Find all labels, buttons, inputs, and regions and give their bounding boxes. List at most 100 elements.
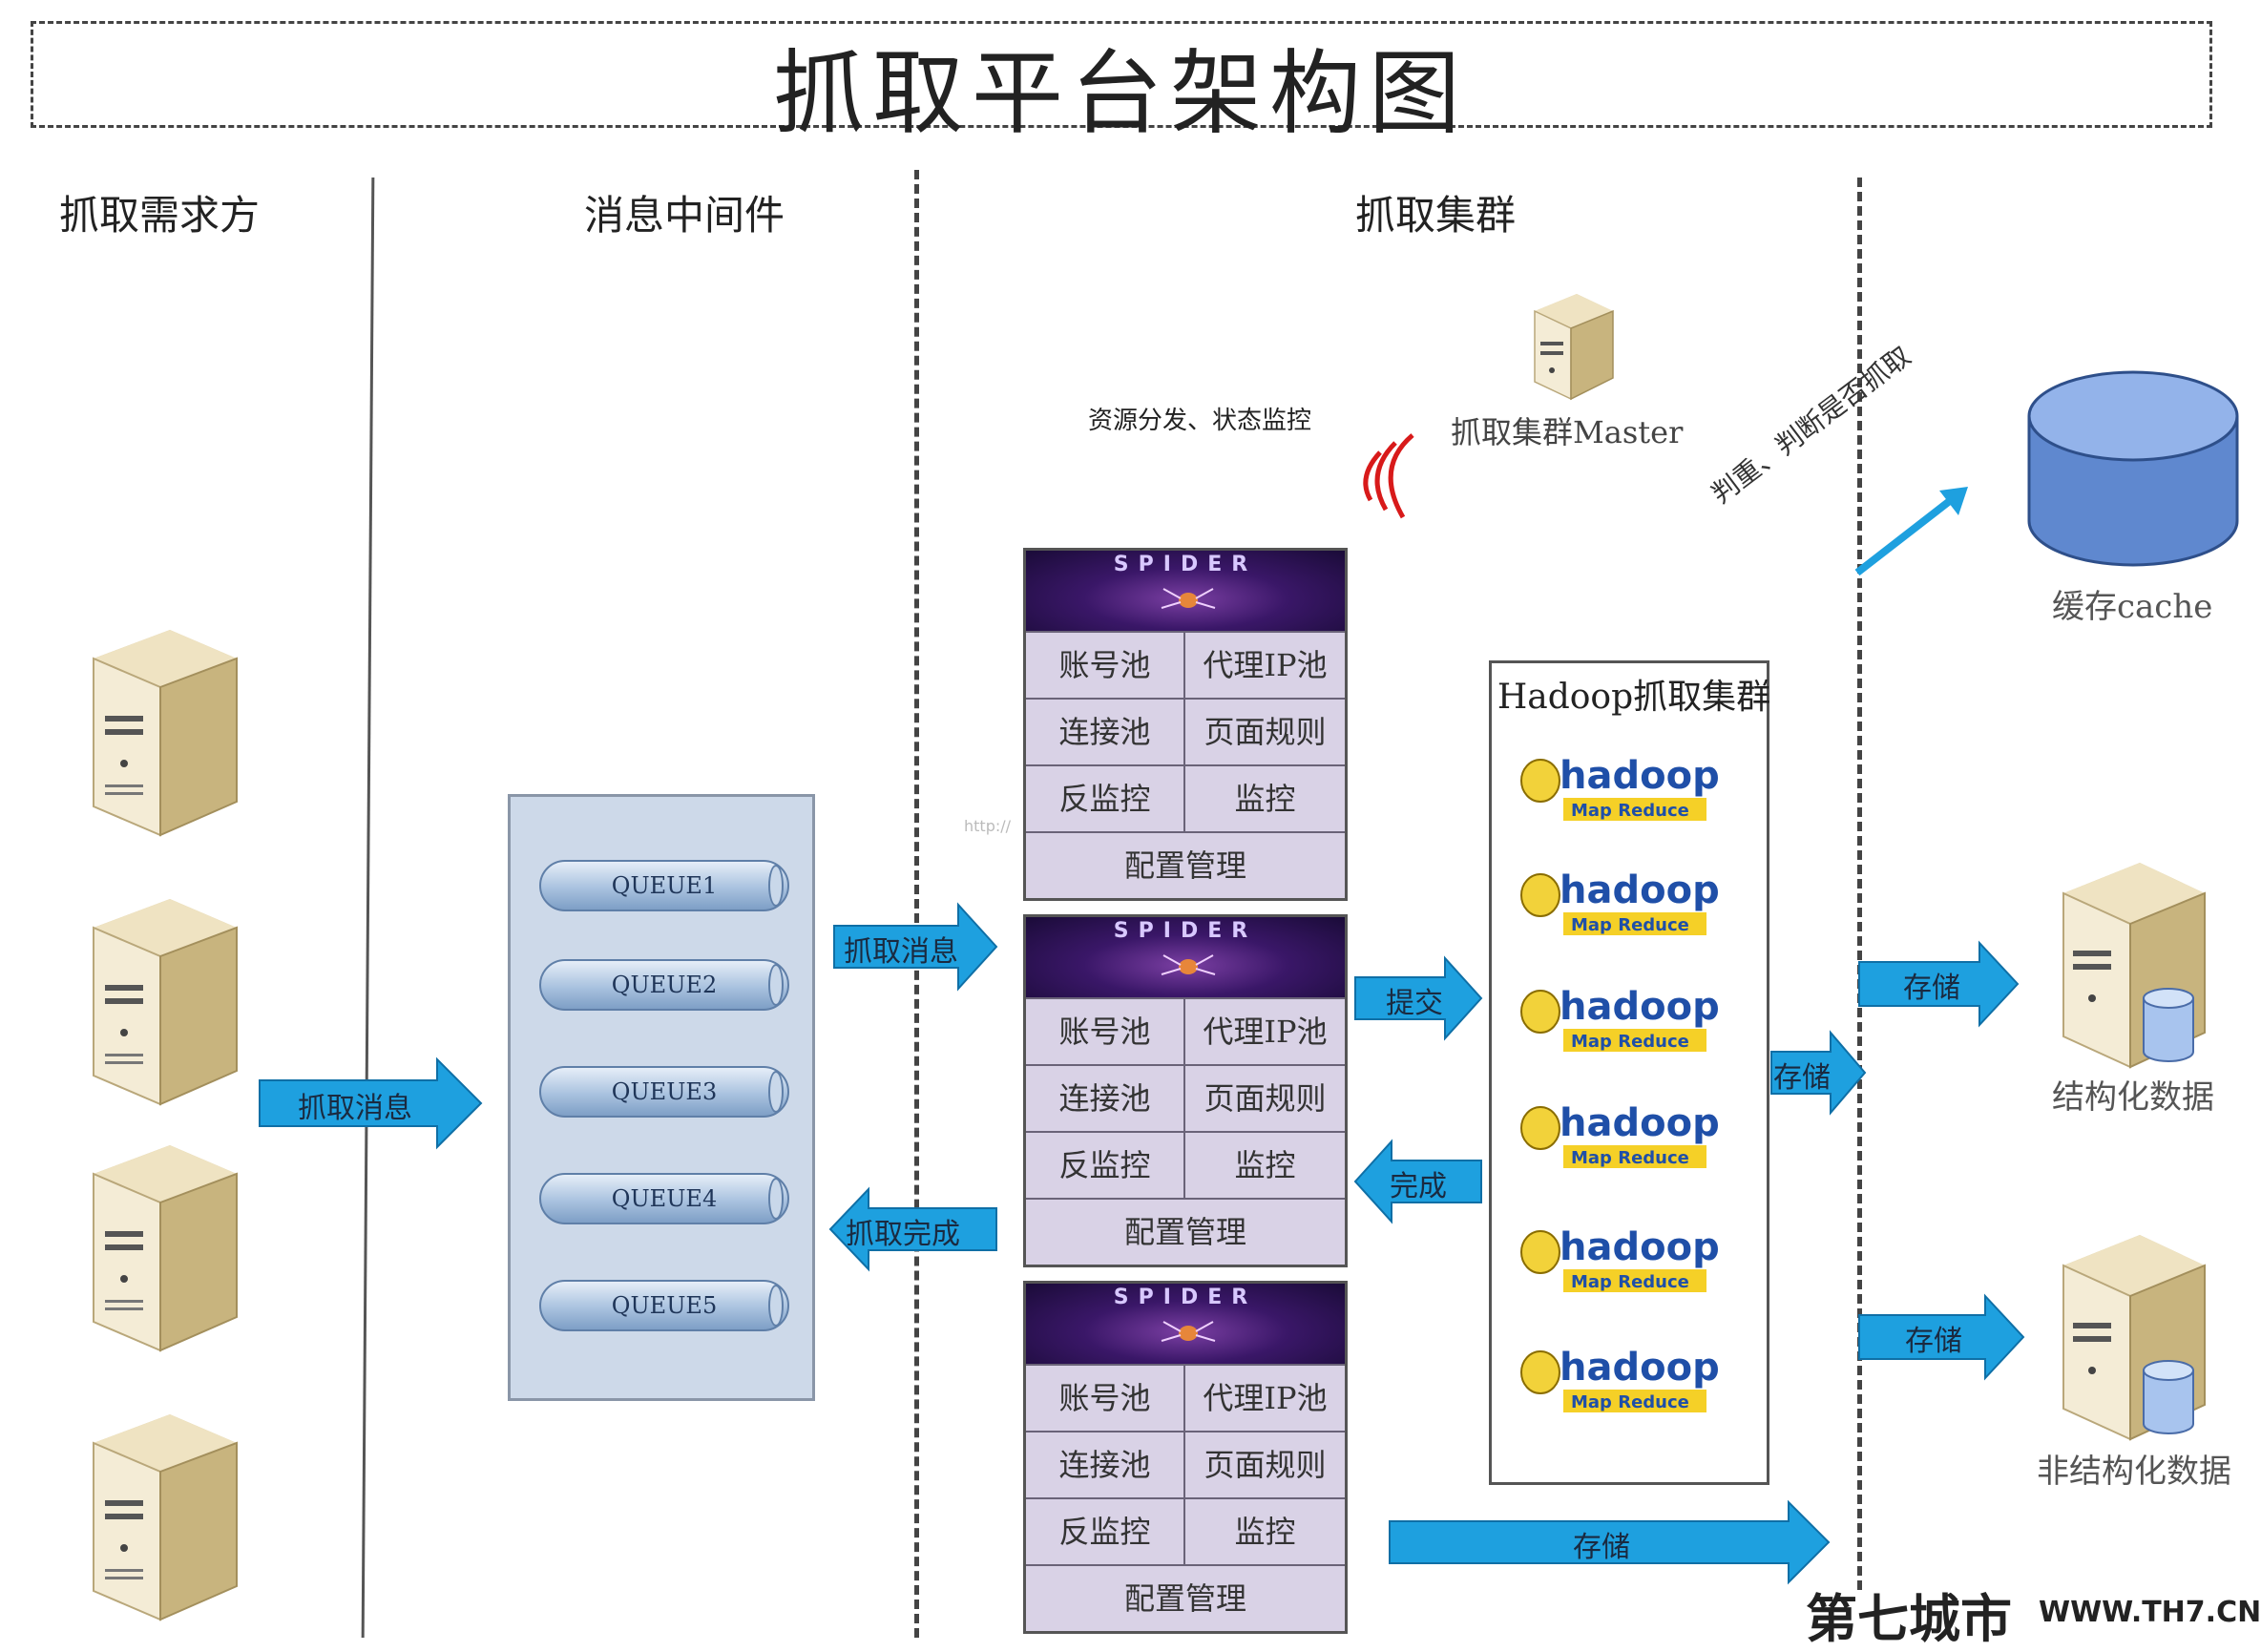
hadoop-logo-subtext: Map Reduce bbox=[1571, 1148, 1689, 1168]
hadoop-title: Hadoop抓取集群 bbox=[1497, 678, 1771, 717]
hadoop-logo-text: hadoop bbox=[1560, 1346, 1720, 1390]
arrow-to-spider bbox=[833, 902, 998, 992]
queue-item: QUEUE2 bbox=[539, 959, 789, 1011]
arrow-store-unstruct-label: 存储 bbox=[1905, 1325, 1962, 1358]
arrow-submit bbox=[1354, 955, 1483, 1041]
structured-db-icon bbox=[2062, 863, 2206, 1069]
spider-cell: 页面规则 bbox=[1185, 698, 1345, 764]
arrow-store-unstruct bbox=[1858, 1293, 2025, 1381]
column-header-cluster: 抓取集群 bbox=[1355, 192, 1517, 239]
divider-requester bbox=[361, 178, 375, 1638]
hadoop-logo-subtext: Map Reduce bbox=[1571, 1272, 1689, 1292]
spider-cell: 连接池 bbox=[1026, 1064, 1185, 1131]
spider-cell: 反监控 bbox=[1026, 764, 1185, 831]
spider-node: SPIDER 账号池 代理IP池 连接池 页面规则 反监控 监控 配置管理 bbox=[1023, 548, 1348, 901]
title-frame bbox=[31, 21, 2212, 128]
spider-bug-icon bbox=[1161, 1321, 1216, 1342]
diagram-title: 抓取平台架构图 bbox=[773, 40, 1468, 147]
structured-data-label: 结构化数据 bbox=[2052, 1078, 2214, 1117]
spider-cell: 代理IP池 bbox=[1185, 1364, 1345, 1431]
spider-cell: 页面规则 bbox=[1185, 1431, 1345, 1497]
spider-cell: 账号池 bbox=[1026, 1364, 1185, 1431]
requester-server-icon bbox=[93, 1414, 238, 1621]
arrow-store-mid-label: 存储 bbox=[1773, 1061, 1831, 1095]
arrow-store-bottom-label: 存储 bbox=[1573, 1531, 1630, 1564]
master-desc: 资源分发、状态监控 bbox=[1088, 407, 1312, 435]
spider-banner-text: SPIDER bbox=[1113, 919, 1258, 943]
spider-cell: 监控 bbox=[1185, 1131, 1345, 1198]
divider-cluster bbox=[1857, 178, 1862, 1590]
hadoop-logo-subtext: Map Reduce bbox=[1571, 1032, 1689, 1052]
master-server-icon bbox=[1534, 294, 1614, 401]
hadoop-logo-text: hadoop bbox=[1560, 985, 1720, 1029]
message-queue-panel: QUEUE1 QUEUE2 QUEUE3 QUEUE4 QUEUE5 bbox=[508, 794, 815, 1401]
spider-banner: SPIDER bbox=[1026, 551, 1345, 631]
hadoop-logo-text: hadoop bbox=[1560, 754, 1720, 798]
queue-item: QUEUE5 bbox=[539, 1280, 789, 1331]
arrow-to-mq bbox=[259, 1056, 483, 1150]
spider-bug-icon bbox=[1161, 954, 1216, 975]
spider-cell: 代理IP池 bbox=[1185, 997, 1345, 1064]
spider-cell: 连接池 bbox=[1026, 698, 1185, 764]
spider-banner-text: SPIDER bbox=[1113, 1286, 1258, 1309]
spider-footer: 配置管理 bbox=[1026, 831, 1345, 898]
hadoop-logo-text: hadoop bbox=[1560, 1225, 1720, 1269]
arrow-complete bbox=[1353, 1139, 1482, 1224]
arrow-store-bottom bbox=[1389, 1499, 1831, 1585]
hadoop-logo-text: hadoop bbox=[1560, 868, 1720, 912]
spider-banner: SPIDER bbox=[1026, 1284, 1345, 1364]
spider-cell: 账号池 bbox=[1026, 997, 1185, 1064]
arrow-store-mid bbox=[1770, 1030, 1867, 1116]
spider-cell: 代理IP池 bbox=[1185, 631, 1345, 698]
spider-bug-icon bbox=[1161, 588, 1216, 609]
column-header-middleware: 消息中间件 bbox=[584, 192, 785, 239]
arrow-to-mq-label: 抓取消息 bbox=[298, 1092, 412, 1125]
unstructured-data-label: 非结构化数据 bbox=[2037, 1453, 2231, 1491]
spider-node: SPIDER 账号池 代理IP池 连接池 页面规则 反监控 监控 配置管理 bbox=[1023, 1281, 1348, 1634]
unstructured-db-icon bbox=[2062, 1235, 2206, 1441]
arrow-complete-label: 完成 bbox=[1390, 1170, 1447, 1203]
queue-item: QUEUE3 bbox=[539, 1066, 789, 1118]
requester-server-icon bbox=[93, 630, 238, 837]
arrow-to-spider-label: 抓取消息 bbox=[844, 935, 958, 969]
hadoop-logo-text: hadoop bbox=[1560, 1101, 1720, 1145]
divider-middleware bbox=[914, 170, 919, 1638]
column-header-requester: 抓取需求方 bbox=[59, 192, 261, 239]
queue-item: QUEUE4 bbox=[539, 1173, 789, 1224]
arrow-done-back bbox=[828, 1186, 997, 1272]
arrow-done-back-label: 抓取完成 bbox=[846, 1218, 960, 1251]
spider-cell: 监控 bbox=[1185, 764, 1345, 831]
requester-server-icon bbox=[93, 899, 238, 1106]
spider-footer: 配置管理 bbox=[1026, 1198, 1345, 1265]
master-label: 抓取集群Master bbox=[1451, 414, 1684, 450]
hadoop-logo-subtext: Map Reduce bbox=[1571, 1392, 1689, 1412]
watermark-url: http:// bbox=[964, 817, 1012, 835]
spider-banner-text: SPIDER bbox=[1113, 553, 1258, 576]
hadoop-logo-subtext: Map Reduce bbox=[1571, 801, 1689, 821]
spider-footer: 配置管理 bbox=[1026, 1564, 1345, 1631]
arrow-submit-label: 提交 bbox=[1386, 987, 1443, 1020]
spider-banner: SPIDER bbox=[1026, 917, 1345, 997]
arrow-store-struct bbox=[1858, 940, 2020, 1028]
arrow-dedup bbox=[1854, 487, 1968, 576]
cache-label: 缓存cache bbox=[2052, 588, 2213, 626]
cache-cylinder-icon bbox=[2027, 370, 2239, 567]
spider-cell: 连接池 bbox=[1026, 1431, 1185, 1497]
spider-cell: 页面规则 bbox=[1185, 1064, 1345, 1131]
hadoop-logo-subtext: Map Reduce bbox=[1571, 915, 1689, 935]
watermark-site: WWW.TH7.CN bbox=[2039, 1596, 2261, 1629]
spider-node: SPIDER 账号池 代理IP池 连接池 页面规则 反监控 监控 配置管理 bbox=[1023, 914, 1348, 1267]
spider-cell: 反监控 bbox=[1026, 1497, 1185, 1564]
spider-cell: 监控 bbox=[1185, 1497, 1345, 1564]
requester-server-icon bbox=[93, 1145, 238, 1352]
watermark-brand: 第七城市 bbox=[1806, 1589, 2012, 1649]
signal-icon bbox=[1363, 433, 1414, 519]
arrow-store-struct-label: 存储 bbox=[1903, 972, 1960, 1005]
queue-item: QUEUE1 bbox=[539, 860, 789, 911]
